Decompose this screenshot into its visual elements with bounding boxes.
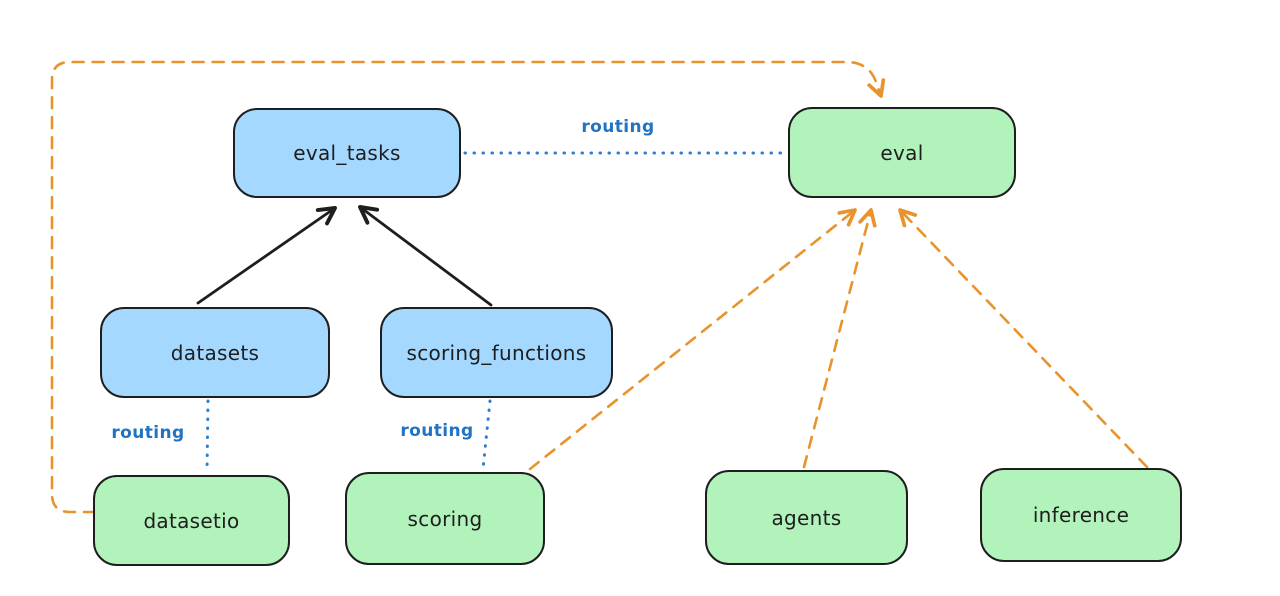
edge-scoring-functions-to-eval-tasks bbox=[358, 205, 493, 307]
edge-scoring-functions-to-scoring-routing bbox=[481, 399, 492, 471]
node-eval-tasks-label: eval_tasks bbox=[293, 141, 401, 165]
node-eval[interactable]: eval bbox=[788, 107, 1016, 198]
node-datasetio-label: datasetio bbox=[143, 508, 240, 533]
routing-label-scoring-functions-scoring: routing bbox=[398, 421, 476, 441]
edge-datasetio-to-eval bbox=[50, 60, 886, 514]
node-eval-tasks[interactable]: eval_tasks bbox=[233, 108, 461, 198]
node-scoring-functions[interactable]: scoring_functions bbox=[380, 307, 613, 398]
edge-inference-to-eval bbox=[898, 208, 1149, 469]
node-datasets[interactable]: datasets bbox=[100, 307, 330, 398]
edge-agents-to-eval bbox=[802, 208, 877, 469]
node-scoring-functions-label: scoring_functions bbox=[406, 340, 587, 365]
routing-label-datasets-datasetio: routing bbox=[109, 423, 187, 443]
node-inference[interactable]: inference bbox=[980, 468, 1182, 562]
node-agents-label: agents bbox=[771, 505, 842, 530]
node-datasetio[interactable]: datasetio bbox=[93, 475, 290, 566]
edge-datasets-to-datasetio-routing bbox=[205, 399, 210, 473]
node-datasets-label: datasets bbox=[170, 340, 260, 365]
node-agents[interactable]: agents bbox=[705, 470, 908, 565]
routing-label-eval-tasks-eval: routing bbox=[579, 117, 657, 137]
edge-datasets-to-eval-tasks bbox=[196, 206, 337, 305]
node-eval-label: eval bbox=[880, 140, 924, 165]
node-inference-label: inference bbox=[1032, 503, 1130, 527]
node-scoring[interactable]: scoring bbox=[345, 472, 545, 565]
node-scoring-label: scoring bbox=[407, 506, 483, 531]
